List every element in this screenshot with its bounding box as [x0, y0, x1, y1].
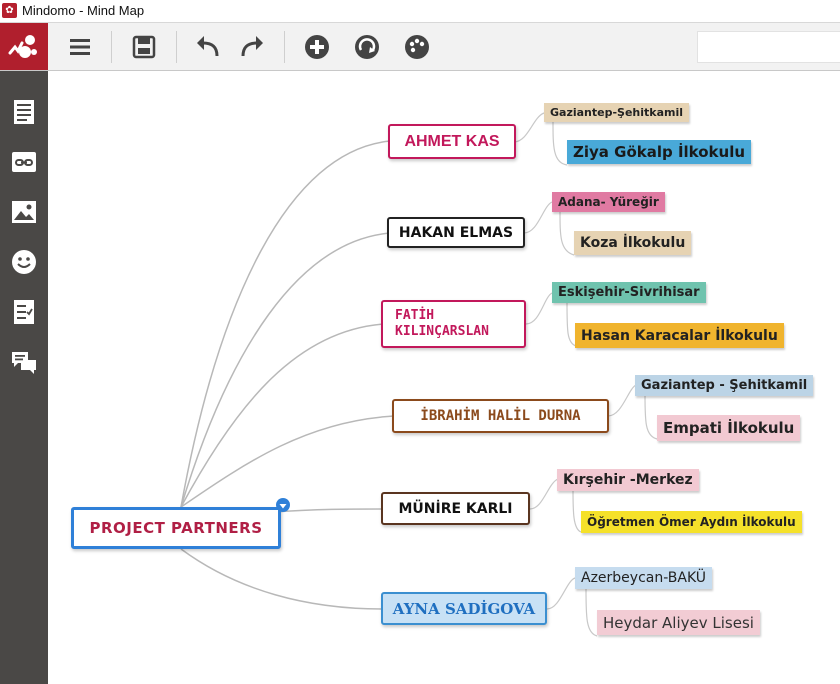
school-text: Koza İlkokulu — [580, 235, 686, 251]
school-label[interactable]: Ziya Gökalp İlkokulu — [567, 140, 752, 164]
school-label[interactable]: Hasan Karacalar İlkokulu — [575, 323, 784, 348]
toolbar-divider — [284, 31, 285, 63]
search-input[interactable] — [697, 31, 840, 63]
partner-node[interactable]: HAKAN ELMAS — [387, 217, 525, 248]
city-label[interactable]: Azerbeycan-BAKÜ — [575, 567, 713, 589]
school-label[interactable]: Empati İlkokulu — [657, 415, 801, 441]
school-text: Heydar Aliyev Lisesi — [603, 613, 754, 632]
city-label[interactable]: Gaziantep-Şehitkamil — [544, 103, 690, 122]
school-text: Öğretmen Ömer Aydın İlkokulu — [587, 515, 796, 529]
comments-icon[interactable] — [10, 348, 38, 376]
school-text: Empati İlkokulu — [663, 419, 795, 437]
partner-name: AHMET KAS — [404, 132, 500, 150]
city-text: Gaziantep-Şehitkamil — [550, 106, 684, 119]
link-icon[interactable] — [10, 148, 38, 176]
title-bar: ✿ Mindomo - Mind Map — [0, 0, 840, 23]
partner-name: MÜNİRE KARLI — [398, 500, 513, 517]
toolbar — [0, 23, 840, 71]
partner-name: FATİH KILINÇARSLAN — [395, 308, 489, 339]
city-text: Azerbeycan-BAKÜ — [581, 570, 707, 586]
school-text: Hasan Karacalar İlkokulu — [581, 327, 778, 344]
partner-node[interactable]: FATİH KILINÇARSLAN — [381, 300, 526, 348]
partner-node[interactable]: MÜNİRE KARLI — [381, 492, 530, 525]
mindomo-logo-icon[interactable] — [0, 23, 48, 70]
refresh-icon[interactable] — [352, 32, 382, 62]
menu-icon[interactable] — [65, 32, 95, 62]
city-text: Gaziantep - Şehitkamil — [641, 378, 808, 393]
app-logo-icon: ✿ — [2, 3, 17, 18]
partner-name: İBRAHİM HALİL DURNA — [420, 408, 581, 424]
central-topic[interactable]: PROJECT PARTNERS — [71, 507, 281, 549]
window-title: Mindomo - Mind Map — [22, 3, 145, 18]
toolbar-divider — [176, 31, 177, 63]
sidebar — [0, 71, 48, 684]
partner-name: AYNA SADİGOVA — [392, 599, 536, 618]
city-label[interactable]: Adana- Yüreğir — [552, 192, 665, 212]
palette-icon[interactable] — [402, 32, 432, 62]
connector-lines — [180, 112, 658, 637]
city-label[interactable]: Kırşehir -Merkez — [557, 469, 699, 491]
notes-icon[interactable] — [10, 98, 38, 126]
toolbar-divider — [111, 31, 112, 63]
partner-node[interactable]: AHMET KAS — [388, 124, 516, 159]
collapse-toggle-icon[interactable] — [276, 498, 290, 512]
school-text: Ziya Gökalp İlkokulu — [573, 143, 746, 161]
city-text: Kırşehir -Merkez — [563, 472, 693, 488]
city-label[interactable]: Gaziantep - Şehitkamil — [635, 375, 814, 396]
partner-name: HAKAN ELMAS — [398, 224, 514, 241]
undo-icon[interactable] — [193, 32, 223, 62]
school-label[interactable]: Öğretmen Ömer Aydın İlkokulu — [581, 511, 802, 533]
partner-node[interactable]: İBRAHİM HALİL DURNA — [392, 399, 609, 433]
school-label[interactable]: Heydar Aliyev Lisesi — [597, 610, 760, 635]
image-icon[interactable] — [10, 198, 38, 226]
mind-map-canvas[interactable]: PROJECT PARTNERS AHMET KAS Gaziantep-Şeh… — [48, 71, 840, 684]
add-icon[interactable] — [302, 32, 332, 62]
redo-icon[interactable] — [237, 32, 267, 62]
city-label[interactable]: Eskişehir-Sivrihisar — [552, 282, 706, 303]
task-icon[interactable] — [10, 298, 38, 326]
city-text: Eskişehir-Sivrihisar — [558, 285, 700, 300]
emoji-icon[interactable] — [10, 248, 38, 276]
central-topic-label: PROJECT PARTNERS — [89, 519, 263, 537]
school-label[interactable]: Koza İlkokulu — [574, 231, 692, 255]
city-text: Adana- Yüreğir — [558, 195, 659, 209]
save-icon[interactable] — [129, 32, 159, 62]
partner-node[interactable]: AYNA SADİGOVA — [381, 592, 547, 625]
